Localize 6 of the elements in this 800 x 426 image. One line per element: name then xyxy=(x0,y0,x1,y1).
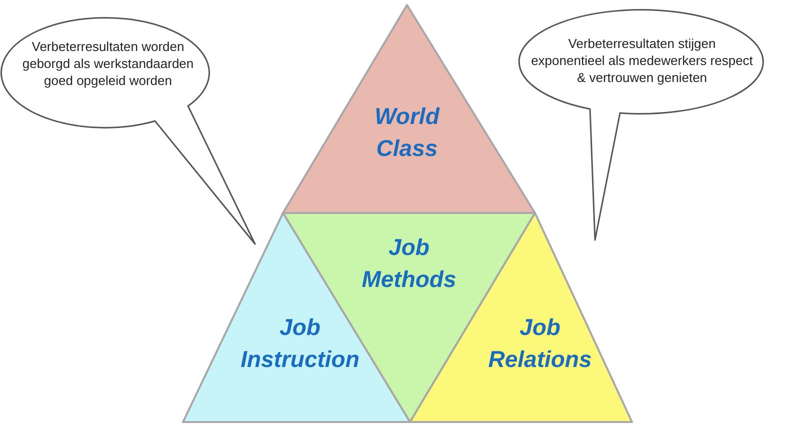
speech-bubble-text: Verbeterresultaten stijgen exponentieel als medewerkers respect & vertrouwen genieten xyxy=(530,35,754,86)
speech-bubble-text: Verbeterresultaten worden geborgd als werkstandaarden goed opgeleid worden xyxy=(21,38,195,89)
segment-label: Job Methods xyxy=(362,233,456,294)
segment-label: World Class xyxy=(374,102,440,163)
segment-label: Job Relations xyxy=(488,313,592,374)
segment-label: Job Instruction xyxy=(240,313,360,374)
